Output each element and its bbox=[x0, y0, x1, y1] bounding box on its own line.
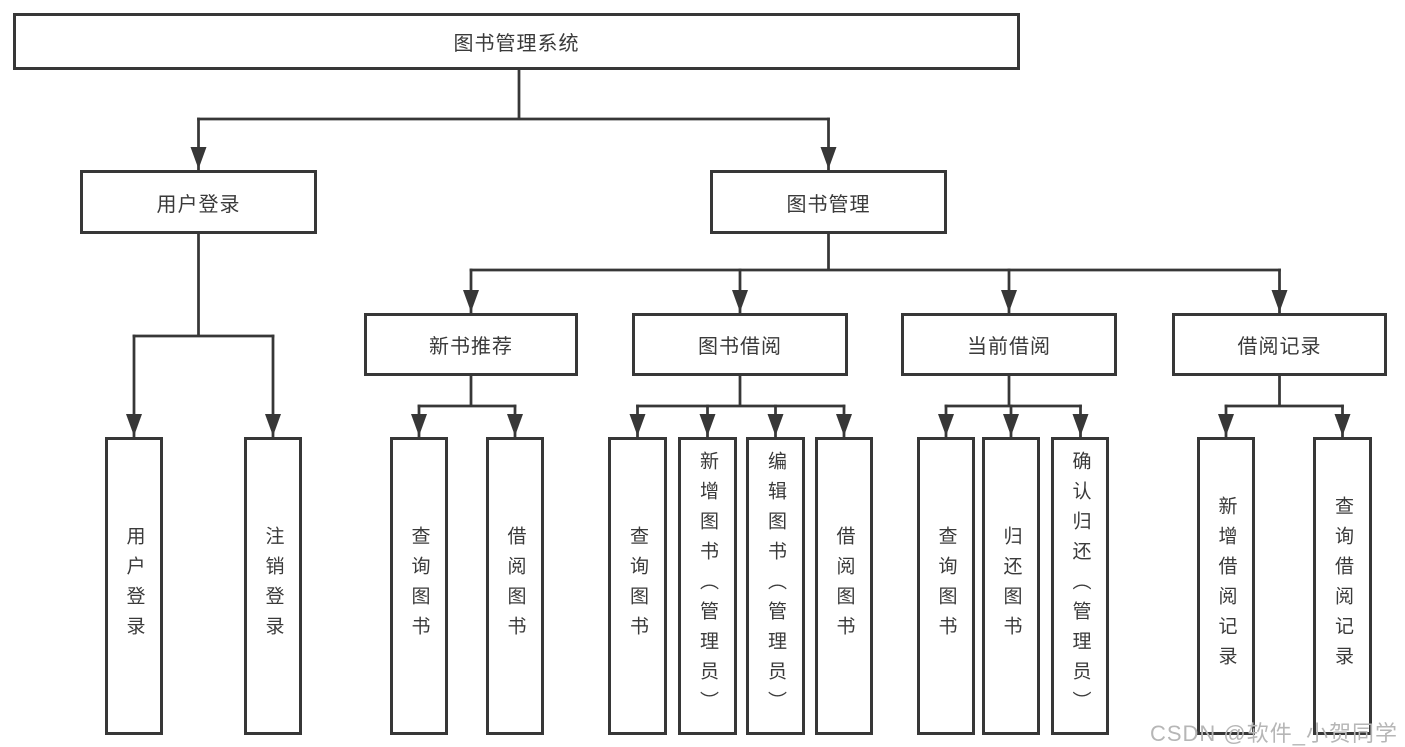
leaf-records-add-record: 新增借阅记录 bbox=[1197, 437, 1255, 735]
node-library-management-system: 图书管理系统 bbox=[13, 13, 1020, 70]
connector-current-borrow bbox=[938, 374, 1089, 438]
leaf-current-confirm-return-admin: 确认归还（管理员） bbox=[1051, 437, 1109, 735]
leaf-borrow-borrow-books: 借阅图书 bbox=[815, 437, 873, 735]
leaf-newbooks-query-books: 查询图书 bbox=[390, 437, 448, 735]
leaf-newbooks-borrow-books: 借阅图书 bbox=[486, 437, 544, 735]
node-book-management: 图书管理 bbox=[710, 170, 947, 234]
leaf-current-return-books: 归还图书 bbox=[982, 437, 1040, 735]
node-book-borrow: 图书借阅 bbox=[632, 313, 848, 376]
connector-user-login bbox=[126, 232, 281, 438]
connector-new-book-recommend bbox=[411, 374, 523, 438]
leaf-user-login: 用户登录 bbox=[105, 437, 163, 735]
node-borrow-records: 借阅记录 bbox=[1172, 313, 1387, 376]
csdn-watermark: CSDN @软件_小贺同学 bbox=[1149, 721, 1398, 746]
leaf-borrow-add-books-admin: 新增图书（管理员） bbox=[678, 437, 737, 735]
leaf-logout: 注销登录 bbox=[244, 437, 302, 735]
node-new-book-recommend: 新书推荐 bbox=[364, 313, 578, 376]
leaf-borrow-edit-books-admin: 编辑图书（管理员） bbox=[746, 437, 805, 735]
connector-book-borrow bbox=[629, 374, 852, 438]
node-current-borrow: 当前借阅 bbox=[901, 313, 1117, 376]
leaf-borrow-query-books: 查询图书 bbox=[608, 437, 667, 735]
node-user-login: 用户登录 bbox=[80, 170, 317, 234]
connector-borrow-records bbox=[1218, 374, 1351, 438]
leaf-records-query-record: 查询借阅记录 bbox=[1313, 437, 1372, 735]
connector-root bbox=[190, 68, 837, 171]
leaf-current-query-books: 查询图书 bbox=[917, 437, 975, 735]
connector-book-management bbox=[463, 232, 1288, 314]
